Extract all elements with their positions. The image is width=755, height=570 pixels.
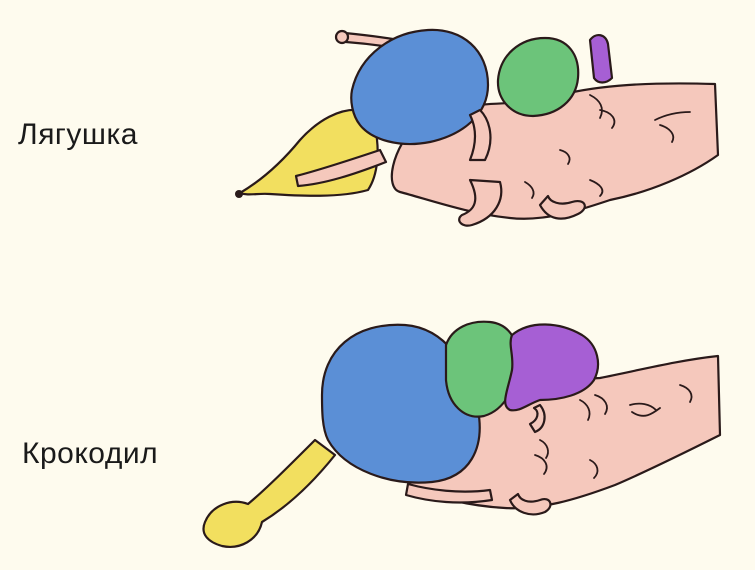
crocodile-label: Крокодил xyxy=(22,437,158,471)
frog-brain xyxy=(235,30,718,226)
frog-label: Лягушка xyxy=(18,118,138,152)
crocodile-brain xyxy=(204,322,720,547)
frog-midbrain xyxy=(498,38,578,116)
frog-cerebellum xyxy=(590,35,612,82)
croc-olfactory-tract xyxy=(204,440,335,547)
